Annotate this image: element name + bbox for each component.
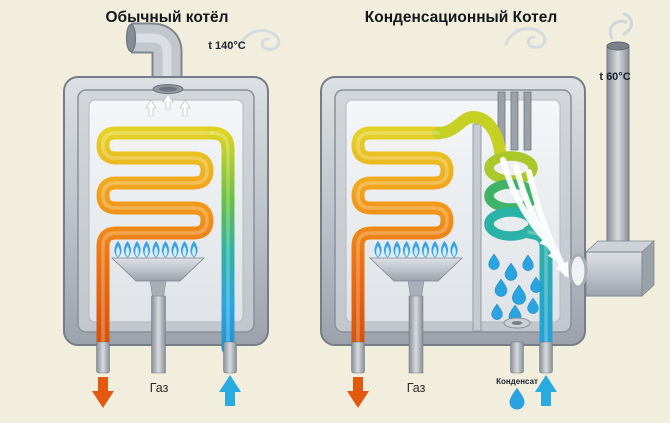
right-burner xyxy=(369,241,463,374)
smoke-wisps xyxy=(608,12,633,40)
right-bottom-pipes xyxy=(351,341,553,374)
cold-water-in-arrow-icon xyxy=(219,375,241,406)
flue-exit-port xyxy=(568,253,588,289)
cold-water-in-arrow-icon xyxy=(535,375,557,406)
background-swirls xyxy=(238,27,547,51)
burner-body xyxy=(111,257,205,282)
right-boiler-title: Конденсационный Котел xyxy=(365,9,557,26)
gas-pipe xyxy=(408,295,424,374)
burner-body xyxy=(369,257,463,282)
flue-gas-tubes xyxy=(497,91,532,151)
left-heat-exchanger-coil xyxy=(96,126,235,355)
right-flue-assembly xyxy=(584,12,656,297)
flue-flow-arrows-icon xyxy=(500,157,570,279)
right-gas-label: Газ xyxy=(407,381,426,395)
left-boiler: t 140°C xyxy=(63,22,269,408)
condensate-drop-icon xyxy=(509,387,525,410)
condensate-drain xyxy=(503,317,531,329)
flames-icon xyxy=(374,241,458,258)
exhaust-vent xyxy=(152,84,184,94)
flue-box-side xyxy=(641,240,655,297)
left-gas-label: Газ xyxy=(150,381,169,395)
right-boiler: t 60°C xyxy=(320,12,656,410)
hot-water-out-arrow-icon xyxy=(347,377,369,408)
condensate-label: Конденсат xyxy=(496,377,538,386)
right-temp-label: t 60°C xyxy=(599,71,630,83)
flue-opening xyxy=(606,41,630,51)
chimney-opening xyxy=(125,23,137,53)
gas-pipe xyxy=(151,295,166,374)
left-temp-label: t 140°C xyxy=(208,40,245,52)
flue-box-front xyxy=(585,251,643,297)
flames-icon xyxy=(114,241,198,258)
hot-water-out-arrow-icon xyxy=(92,377,114,408)
right-heat-exchanger-coil xyxy=(351,111,506,355)
divider-wall xyxy=(472,123,482,332)
left-burner xyxy=(111,241,205,374)
left-chimney xyxy=(125,22,183,84)
left-bottom-pipes xyxy=(96,341,237,374)
left-boiler-title: Обычный котёл xyxy=(106,9,229,26)
